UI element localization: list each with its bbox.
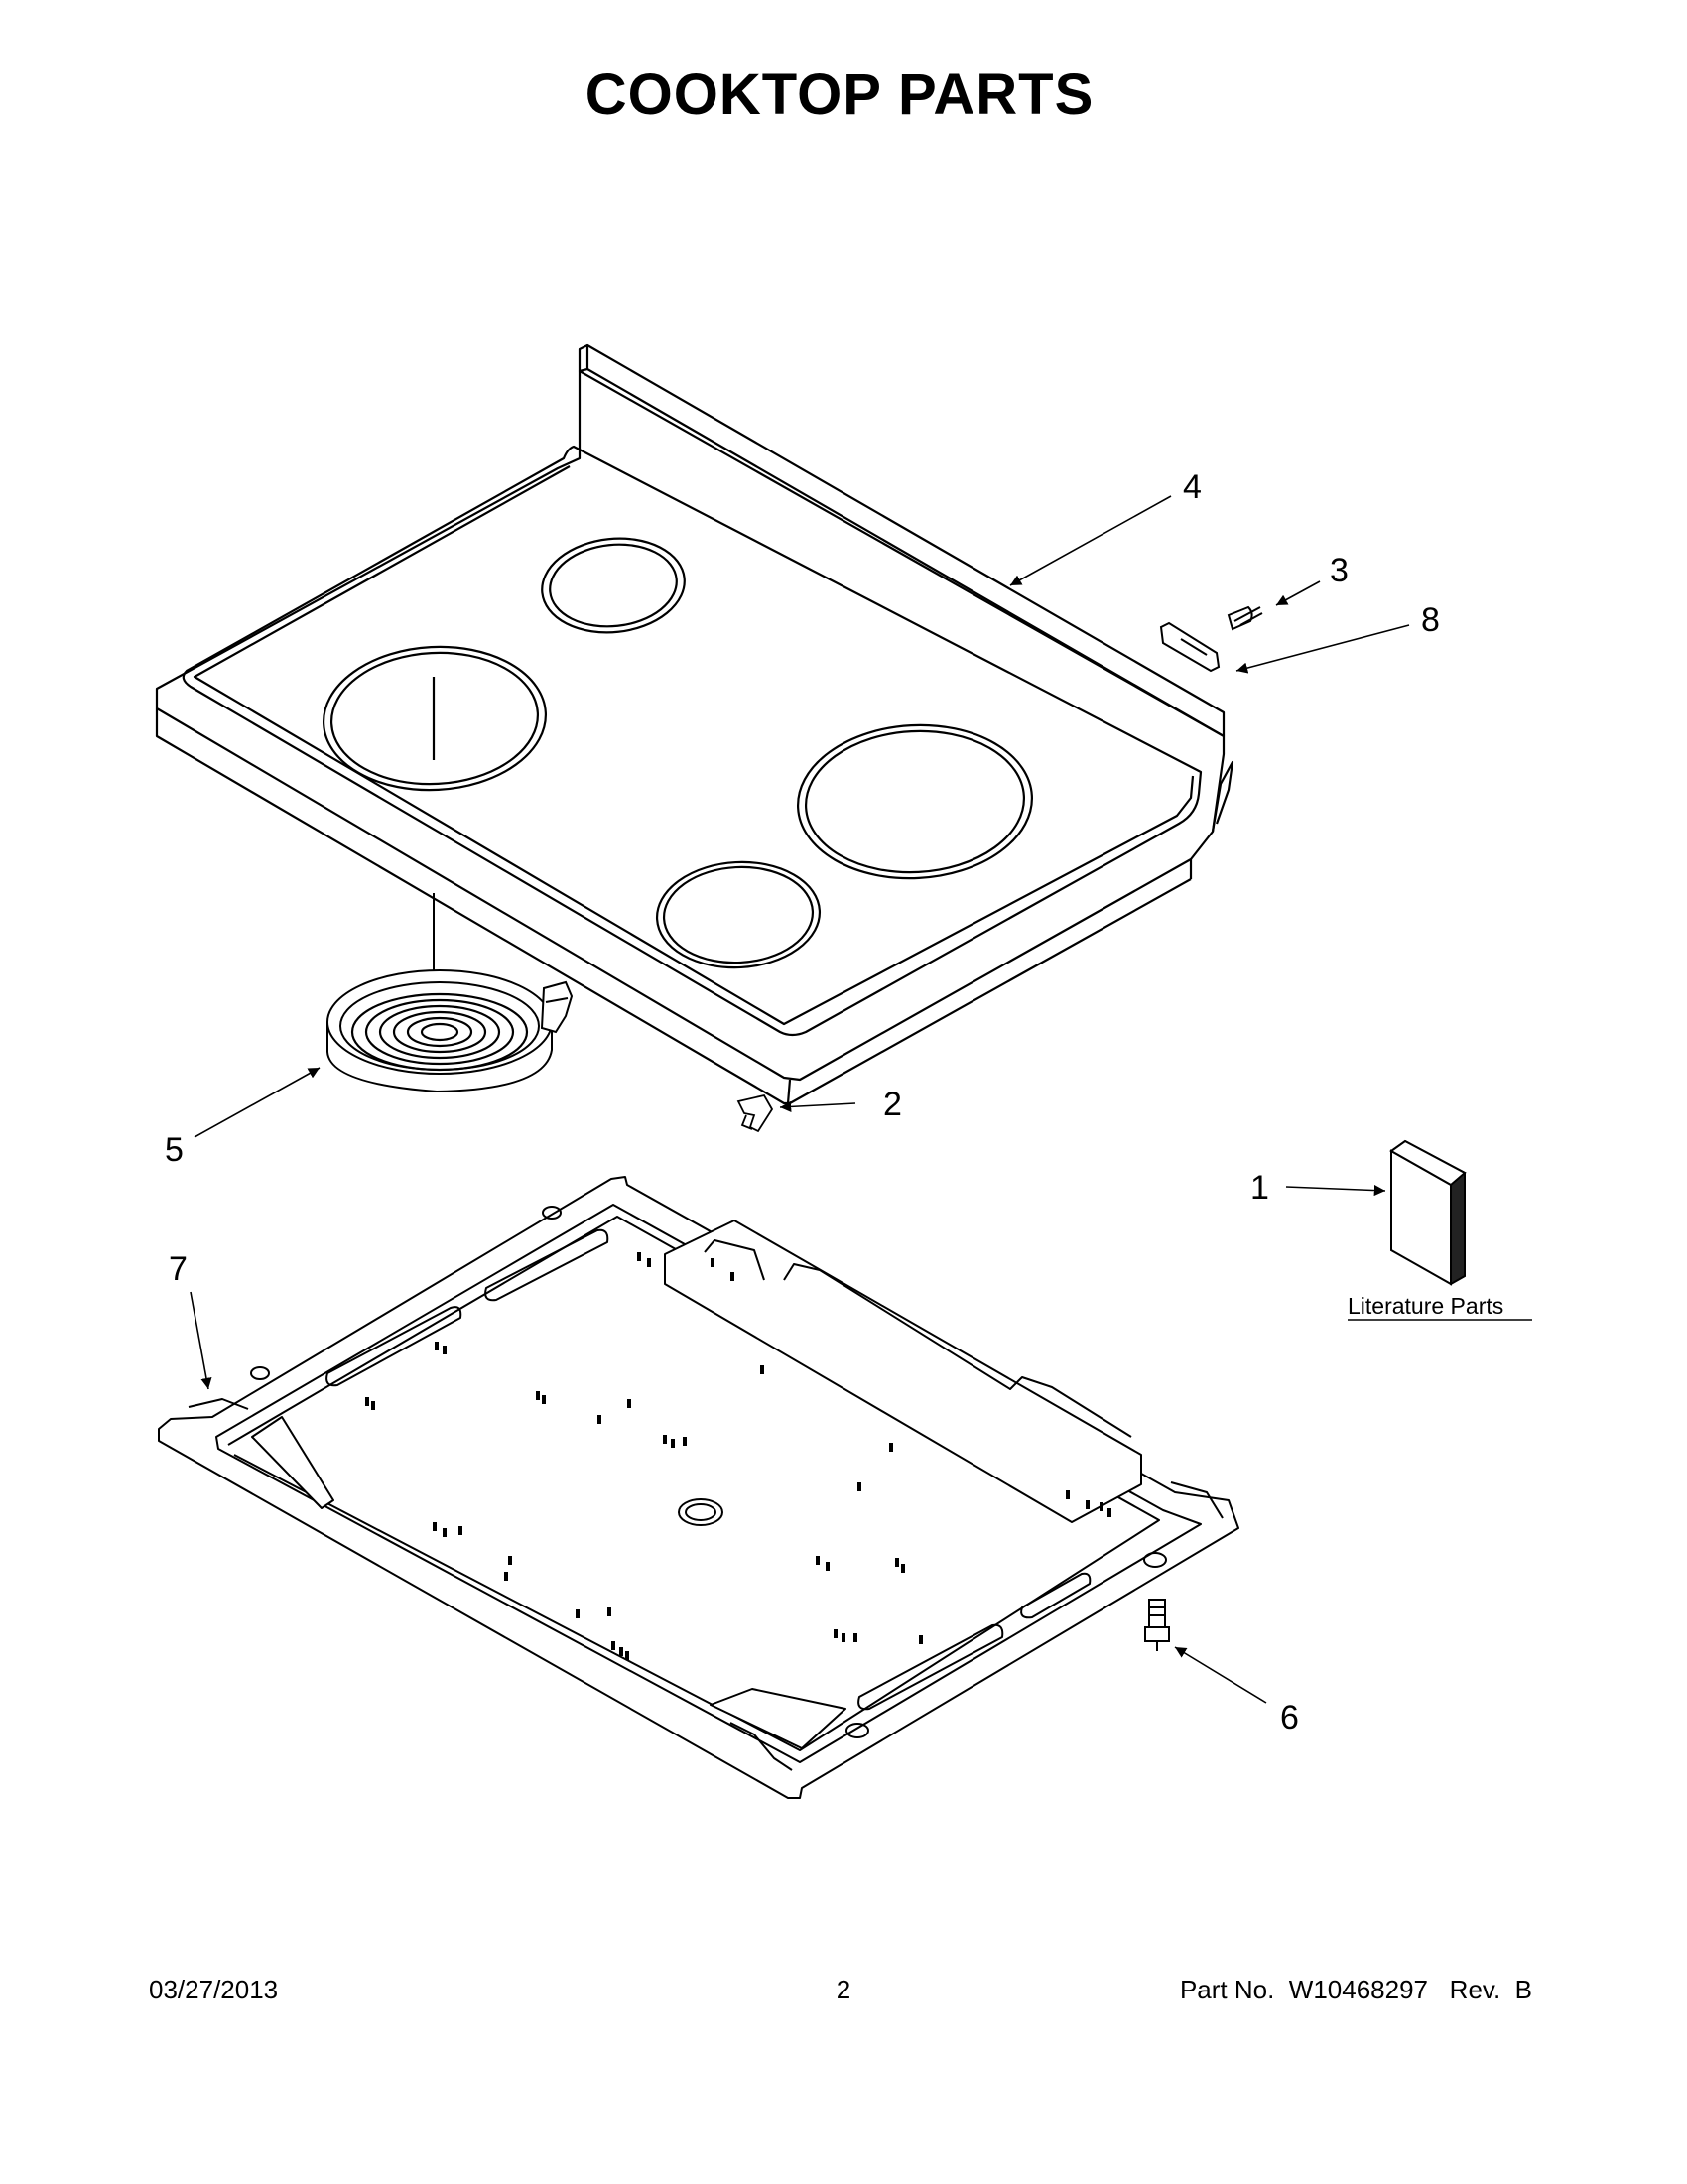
chassis-corner-mount	[1143, 1552, 1167, 1568]
cooktop-assembly	[155, 343, 1234, 1105]
chassis-corner-mount	[845, 1723, 869, 1738]
burner-ring-front-right	[655, 860, 822, 969]
page-title: COOKTOP PARTS	[584, 63, 1095, 127]
leader-2	[779, 1100, 856, 1113]
burner-ring-rear-left	[541, 537, 686, 634]
chassis-right-rail	[664, 1220, 1142, 1523]
leader-6	[1174, 1646, 1267, 1704]
leader-8	[1235, 624, 1410, 674]
leader-5	[194, 1067, 321, 1138]
bracket-part-8	[1159, 621, 1221, 673]
callout-2: 2	[883, 1086, 902, 1123]
chassis-stampings	[365, 1252, 1111, 1660]
leader-4	[1009, 495, 1172, 586]
chassis-center-hole	[678, 1498, 723, 1526]
chassis-corner-mount	[542, 1206, 562, 1220]
callout-3: 3	[1330, 552, 1349, 589]
burner-ring-right-large	[796, 723, 1034, 880]
callout-7: 7	[169, 1250, 188, 1288]
callout-6: 6	[1280, 1699, 1299, 1736]
chassis-corner-mount	[250, 1366, 270, 1380]
surface-element-assembly	[326, 893, 574, 1093]
leader-3	[1275, 580, 1321, 606]
element-terminal-block	[540, 980, 574, 1034]
callout-8: 8	[1421, 601, 1440, 639]
footer-part-number: Part No. W10468297 Rev. B	[1179, 1975, 1532, 2004]
chassis-left-foot	[251, 1416, 334, 1509]
literature-parts-label: Literature Parts	[1348, 1293, 1503, 1319]
callout-4: 4	[1183, 468, 1202, 506]
leader-1	[1285, 1184, 1386, 1197]
leader-7	[190, 1291, 212, 1390]
callout-5: 5	[165, 1131, 184, 1169]
chassis-bottom-foot	[710, 1688, 846, 1749]
burner-ring-front-left	[322, 645, 548, 792]
callout-1: 1	[1250, 1169, 1269, 1207]
chassis-panel	[158, 1176, 1239, 1799]
chassis-slot	[484, 1228, 609, 1302]
clip-part-2	[736, 1093, 774, 1133]
literature-booklet	[1389, 1139, 1467, 1286]
leader-lines	[190, 495, 1410, 1704]
cooktop-top-outline	[155, 369, 1226, 1082]
footer-date: 03/27/2013	[149, 1975, 279, 2004]
element-coil	[350, 992, 529, 1072]
footer-page-number: 2	[836, 1975, 851, 2004]
bolt-part-6	[1144, 1599, 1170, 1651]
bracket-and-screw	[1159, 605, 1263, 673]
chassis-slot	[325, 1306, 462, 1387]
cooktop-glass-outline	[182, 445, 1203, 1037]
chassis-slot	[857, 1623, 1004, 1711]
chassis-slot	[1020, 1572, 1092, 1619]
